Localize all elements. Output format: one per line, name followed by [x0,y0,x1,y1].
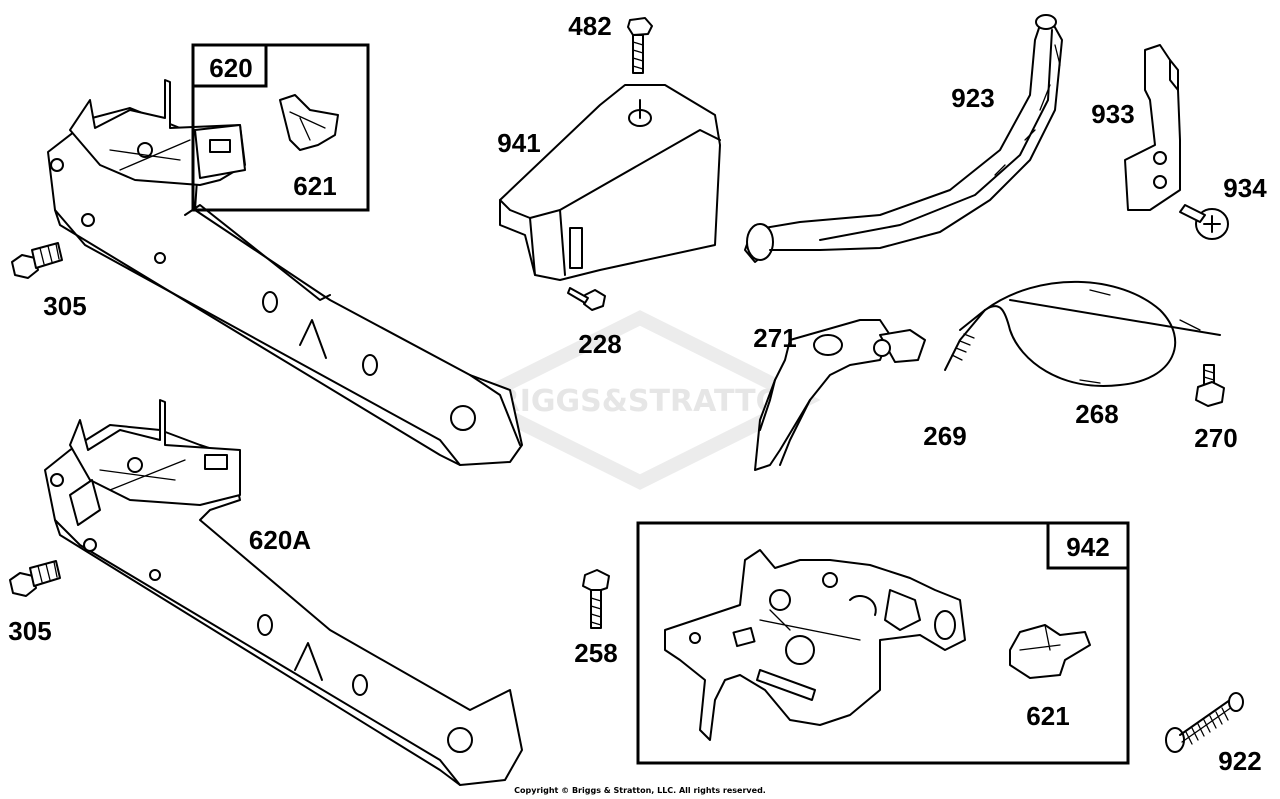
part-labels: 482 620 621 941 923 933 934 305 228 271 … [8,11,1267,776]
label-305-top: 305 [43,291,86,321]
label-305-bottom: 305 [8,616,51,646]
label-941: 941 [497,128,540,158]
label-228: 228 [578,329,621,359]
label-621-top: 621 [293,171,336,201]
label-482: 482 [568,11,611,41]
part-621-clip-bottom[interactable] [1009,624,1091,679]
part-258-screw[interactable] [582,569,610,629]
label-258: 258 [574,638,617,668]
part-620A-bracket[interactable] [44,399,523,786]
part-933-bracket[interactable] [1124,44,1181,211]
label-620A: 620A [249,525,311,555]
part-620-box [191,43,370,212]
label-268: 268 [1075,399,1118,429]
label-934: 934 [1223,173,1267,203]
part-271-lever[interactable] [754,319,926,471]
label-922: 922 [1218,746,1261,776]
part-941-cover[interactable] [499,84,721,281]
part-934-screw[interactable] [1179,204,1229,240]
label-269: 269 [923,421,966,451]
label-621-bottom: 621 [1026,701,1069,731]
label-942: 942 [1066,532,1109,562]
part-942-control-plate[interactable] [664,549,966,741]
part-305-bolt-top[interactable] [11,242,63,279]
part-305-bolt-bottom[interactable] [9,560,61,597]
watermark-text: BRIGGS&STRATTON [474,384,806,419]
part-942-box [636,521,1130,765]
copyright-notice: Copyright © Briggs & Stratton, LLC. All … [514,786,766,795]
label-933: 933 [1091,99,1134,129]
label-271: 271 [753,323,796,353]
part-621-clip-top[interactable] [279,94,339,151]
part-482-screw[interactable] [627,17,653,74]
label-923: 923 [951,83,994,113]
label-620: 620 [209,53,252,83]
part-269-spring[interactable] [944,309,986,371]
part-620-bracket[interactable] [47,79,523,466]
part-228-screw[interactable] [567,287,606,311]
part-268-cable[interactable] [959,280,1221,387]
part-923-brake-band[interactable] [744,14,1063,263]
part-270-screw[interactable] [1195,364,1225,407]
part-922-spring[interactable] [1165,692,1244,753]
label-270: 270 [1194,423,1237,453]
